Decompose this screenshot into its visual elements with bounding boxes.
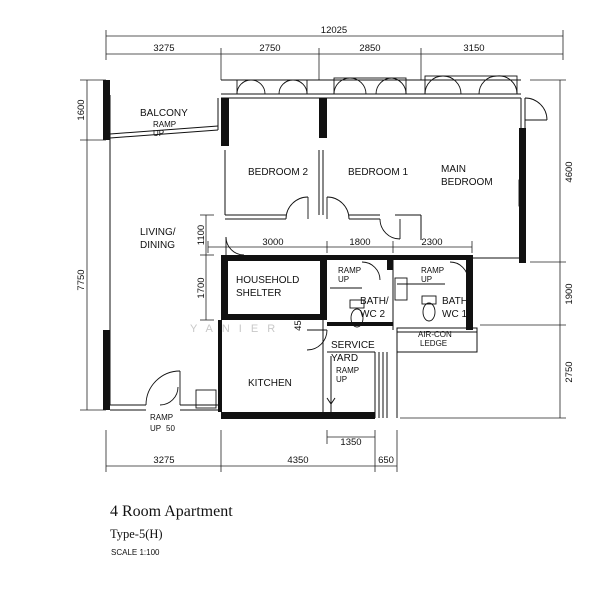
watermark: YANIER xyxy=(190,323,284,335)
label-service-ramp: RAMP xyxy=(336,366,359,375)
label-aircon-1: AIR-CON xyxy=(418,330,452,339)
dim-top-1: 3275 xyxy=(153,43,174,54)
dim-bottom-2: 4350 xyxy=(287,455,308,466)
dim-service-yard: 1350 xyxy=(340,437,361,448)
label-bath1-1: BATH/ xyxy=(442,296,471,307)
label-living-1: LIVING/ xyxy=(140,227,176,238)
dim-overall-top: 12025 xyxy=(321,25,347,36)
dim-left-inner-1: 1100 xyxy=(196,225,207,245)
label-entrance-up: UP xyxy=(150,424,161,433)
dim-mid-1: 3000 xyxy=(262,237,283,248)
doors xyxy=(145,196,469,409)
label-bath2-ramp: RAMP xyxy=(338,266,361,275)
label-main-bedroom-2: BEDROOM xyxy=(441,177,493,188)
label-kitchen: KITCHEN xyxy=(248,378,292,389)
dim-right-1: 4600 xyxy=(564,161,575,182)
dim-small: 450 xyxy=(293,315,304,331)
label-bath2-up: UP xyxy=(338,275,349,284)
label-bedroom-2: BEDROOM 2 xyxy=(248,167,308,178)
dim-left-1: 1600 xyxy=(76,99,87,120)
dim-mid-3: 2300 xyxy=(421,237,442,248)
dim-mid-2: 1800 xyxy=(349,237,370,248)
dim-bottom-3: 650 xyxy=(378,455,394,466)
label-bath1-2: WC 1 xyxy=(442,309,467,320)
label-entrance-ramp: RAMP xyxy=(150,413,173,422)
dim-bottom-1: 3275 xyxy=(153,455,174,466)
label-main-bedroom-1: MAIN xyxy=(441,164,466,175)
plan-scale: SCALE 1:100 xyxy=(111,548,160,557)
label-shelter-1: HOUSEHOLD xyxy=(236,275,299,286)
label-service-1: SERVICE xyxy=(331,340,375,351)
label-bath1-up: UP xyxy=(421,275,432,284)
dim-left-inner-2: 1700 xyxy=(196,277,207,298)
windows xyxy=(236,75,548,207)
label-bedroom-1: BEDROOM 1 xyxy=(348,167,408,178)
label-balcony-ramp: RAMP xyxy=(153,120,176,129)
label-service-2: YARD xyxy=(331,353,358,364)
label-service-up: UP xyxy=(336,375,347,384)
dimension-lines xyxy=(80,30,566,472)
label-balcony-up: UP xyxy=(153,129,164,138)
label-aircon-2: LEDGE xyxy=(420,339,447,348)
label-shelter-2: SHELTER xyxy=(236,288,281,299)
dim-right-3: 2750 xyxy=(564,361,575,382)
label-bath2-1: BATH/ xyxy=(360,296,389,307)
dim-top-4: 3150 xyxy=(463,43,484,54)
room-labels: BALCONY RAMP UP BEDROOM 2 BEDROOM 1 MAIN… xyxy=(140,108,493,433)
label-entrance-50: 50 xyxy=(166,424,175,433)
plan-type: Type-5(H) xyxy=(110,527,163,541)
bath-fixtures xyxy=(349,277,437,328)
dim-left-2: 7750 xyxy=(76,269,87,290)
plan-title: 4 Room Apartment xyxy=(110,503,233,520)
structural-walls xyxy=(103,80,526,419)
label-bath1-ramp: RAMP xyxy=(421,266,444,275)
label-balcony: BALCONY xyxy=(140,108,188,119)
dimension-labels: 12025 3275 2750 2850 3150 3000 1800 2300… xyxy=(76,25,575,466)
dim-top-3: 2850 xyxy=(359,43,380,54)
label-bath2-2: WC 2 xyxy=(360,309,385,320)
label-living-2: DINING xyxy=(140,240,175,251)
dim-right-2: 1900 xyxy=(564,283,575,304)
dim-top-2: 2750 xyxy=(259,43,280,54)
